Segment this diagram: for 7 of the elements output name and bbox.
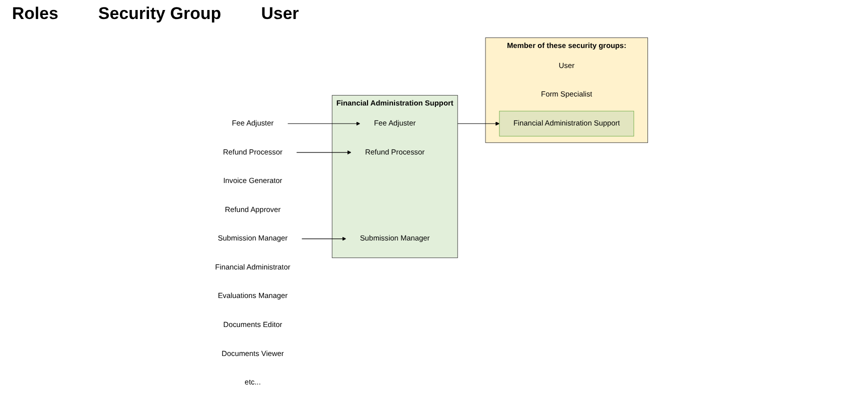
column-heading: Security Group bbox=[98, 4, 222, 25]
arrow bbox=[301, 236, 346, 241]
arrow bbox=[457, 122, 500, 126]
arrow bbox=[296, 150, 352, 154]
arrow bbox=[287, 122, 360, 126]
column-heading: Roles bbox=[12, 4, 58, 25]
column-heading: User bbox=[261, 4, 299, 25]
